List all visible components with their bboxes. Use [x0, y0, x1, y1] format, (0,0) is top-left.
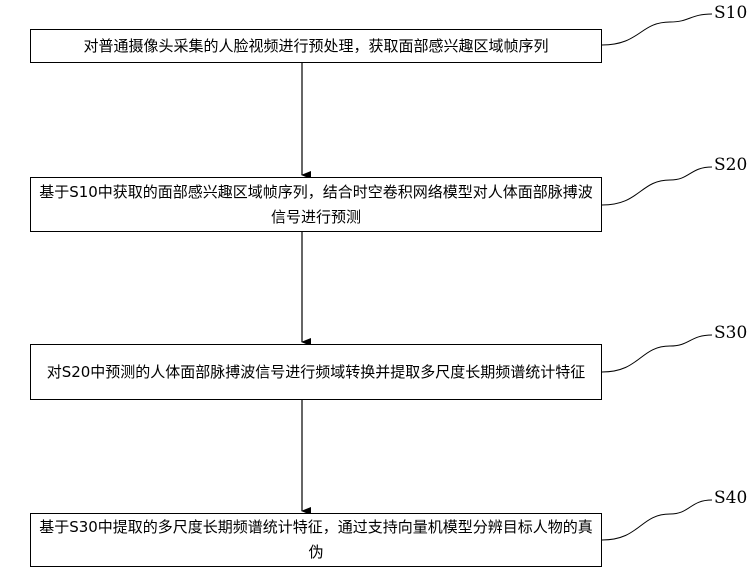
step-text-s20: 基于S10中获取的面部感兴趣区域帧序列，结合时空卷积网络模型对人体面部脉搏波信号… [31, 180, 601, 230]
step-text-s30: 对S20中预测的人体面部脉搏波信号进行频域转换并提取多尺度长期频谱统计特征 [41, 360, 592, 385]
leader-s40 [602, 500, 712, 540]
step-text-s10: 对普通摄像头采集的人脸视频进行预处理，获取面部感兴趣区域帧序列 [77, 34, 554, 59]
step-label-s30: S30 [714, 323, 747, 343]
step-label-s40: S40 [714, 488, 747, 508]
leader-s30 [602, 335, 712, 372]
step-box-s40: 基于S30中提取的多尺度长期频谱统计特征，通过支持向量机模型分辨目标人物的真伪 [30, 513, 602, 567]
step-box-s10: 对普通摄像头采集的人脸视频进行预处理，获取面部感兴趣区域帧序列 [30, 29, 602, 63]
step-label-s10: S10 [714, 3, 747, 23]
leader-s10 [602, 14, 712, 45]
leader-s20 [602, 167, 712, 205]
step-label-s20: S20 [714, 155, 747, 175]
step-text-s40: 基于S30中提取的多尺度长期频谱统计特征，通过支持向量机模型分辨目标人物的真伪 [31, 515, 601, 565]
step-box-s30: 对S20中预测的人体面部脉搏波信号进行频域转换并提取多尺度长期频谱统计特征 [30, 344, 602, 400]
step-box-s20: 基于S10中获取的面部感兴趣区域帧序列，结合时空卷积网络模型对人体面部脉搏波信号… [30, 177, 602, 232]
